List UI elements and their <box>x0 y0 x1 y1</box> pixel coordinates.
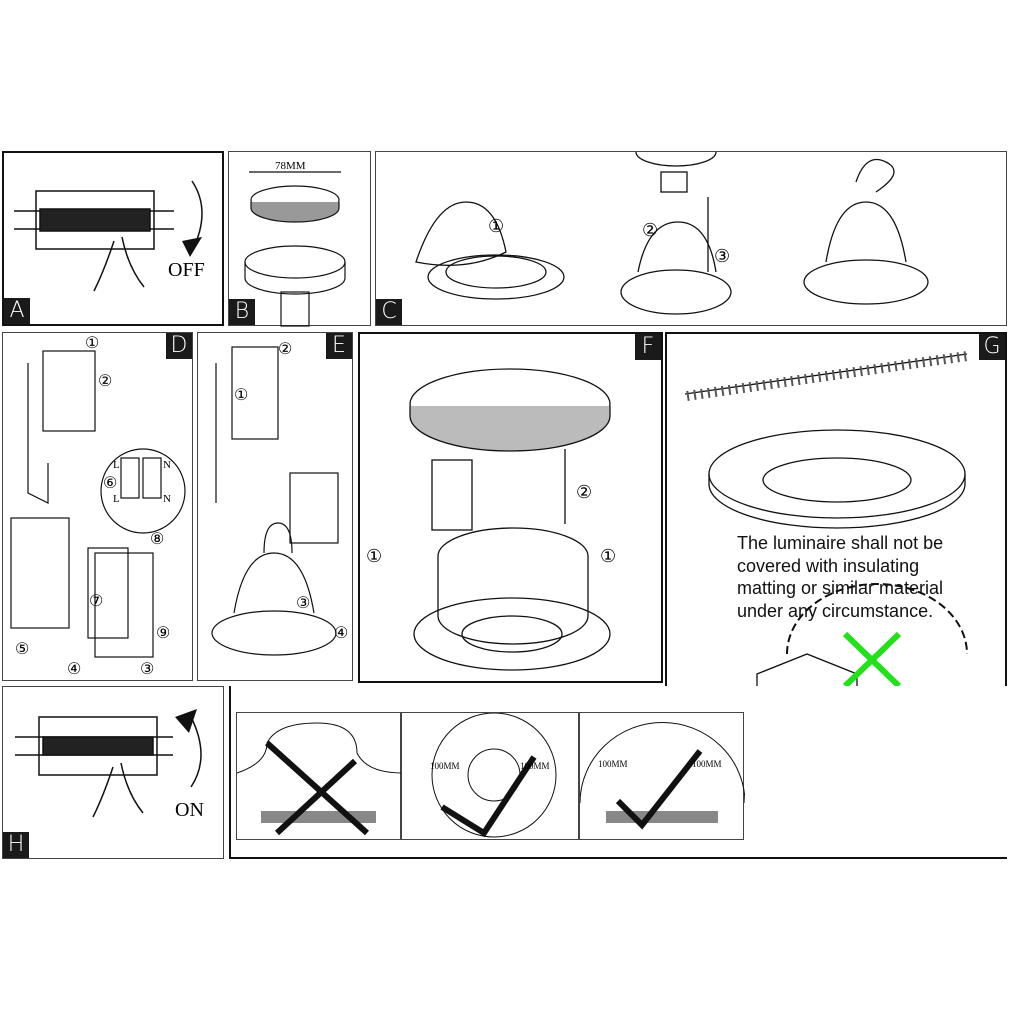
panel-tag-b: B <box>229 299 255 325</box>
insulation-warning: The luminaire shall not be covered with … <box>737 532 943 622</box>
panel-tag-h: H <box>3 832 29 858</box>
clearance-label-left: 100MM <box>598 759 628 769</box>
clearance-too-close <box>236 712 402 840</box>
step-d-4: ④ <box>67 661 82 678</box>
panel-h-switch-on: ON H <box>2 686 224 859</box>
clearance-label-right: 100MM <box>520 761 550 771</box>
panel-c-lamp-install: ① ② ③ C <box>375 151 1007 326</box>
breaker-switch-on-illustration <box>15 709 202 818</box>
warning-line-1: The luminaire shall not be <box>737 533 944 553</box>
check-mark-icon <box>440 755 537 838</box>
warning-line-2: covered with insulating <box>737 555 920 576</box>
step-d-6: ⑥ <box>103 475 118 492</box>
panel-e-mount: ② ① ③ ④ E <box>197 332 353 681</box>
arrow-down-icon <box>182 237 202 257</box>
step-d-5: ⑤ <box>15 641 30 658</box>
clearance-correct: 100MM 100MM <box>579 712 745 840</box>
panel-tag-c: C <box>376 299 402 325</box>
warning-line-3: matting or similar material <box>737 578 944 598</box>
insert-illustration <box>409 368 611 671</box>
clearance-box: 100MM 100MM 100MM 100MM <box>229 686 1007 859</box>
panel-tag-f: F <box>635 334 661 360</box>
terminal-n-bottom: N <box>163 493 171 505</box>
lamp-install-illustration <box>415 152 929 315</box>
off-label: OFF <box>168 259 205 281</box>
correct-illustration <box>580 722 745 830</box>
clearance-top-view: 100MM 100MM <box>401 712 579 840</box>
dimension-label: 78MM <box>275 160 306 172</box>
breaker-switch-off-illustration <box>14 180 203 292</box>
arrow-up-icon <box>175 709 197 733</box>
step-c-2: ② <box>642 220 659 240</box>
wiring-illustration <box>10 350 186 658</box>
check-mark-icon <box>615 749 703 830</box>
step-e-4: ④ <box>334 625 349 642</box>
terminal-l-bottom: L <box>113 493 120 505</box>
step-f-1-right: ① <box>600 546 617 566</box>
cutout-illustration <box>244 171 346 327</box>
mount-illustration <box>211 346 339 656</box>
terminal-l-top: L <box>113 459 120 471</box>
step-e-3: ③ <box>296 595 311 612</box>
warning-line-4: under any circumstance. <box>737 600 934 621</box>
green-cross-icon <box>842 631 902 689</box>
too-close-illustration <box>237 722 402 836</box>
panel-tag-g: G <box>979 334 1005 360</box>
clearance-label-top: 100MM <box>430 761 460 771</box>
terminal-n-top: N <box>163 459 171 471</box>
panel-d-wiring: ① ② L N L N ⑥ ⑧ ⑦ ⑨ ⑤ ④ ③ D <box>2 332 193 681</box>
step-d-3: ③ <box>140 661 155 678</box>
step-d-8: ⑧ <box>150 531 165 548</box>
top-view-illustration <box>431 713 557 838</box>
step-c-3: ③ <box>714 246 731 266</box>
panel-a-switch-off: OFF A <box>2 151 224 326</box>
clearance-label-right-2: 100MM <box>692 759 722 769</box>
step-e-2: ② <box>278 341 293 358</box>
step-c-1: ① <box>488 216 505 236</box>
step-f-2: ② <box>576 482 593 502</box>
step-d-1: ① <box>85 335 100 352</box>
panel-tag-d: D <box>166 333 192 359</box>
step-f-1-left: ① <box>366 546 383 566</box>
panel-tag-e: E <box>326 333 352 359</box>
step-e-1: ① <box>234 387 249 404</box>
step-d-9: ⑨ <box>156 625 171 642</box>
step-d-2: ② <box>98 373 113 390</box>
on-label: ON <box>175 799 204 821</box>
panel-tag-a: A <box>4 298 30 324</box>
panel-f-insert: ① ① ② F <box>358 332 663 683</box>
step-d-7: ⑦ <box>89 593 104 610</box>
black-cross-icon <box>264 740 370 836</box>
panel-b-cutout: 78MM B <box>228 151 371 327</box>
